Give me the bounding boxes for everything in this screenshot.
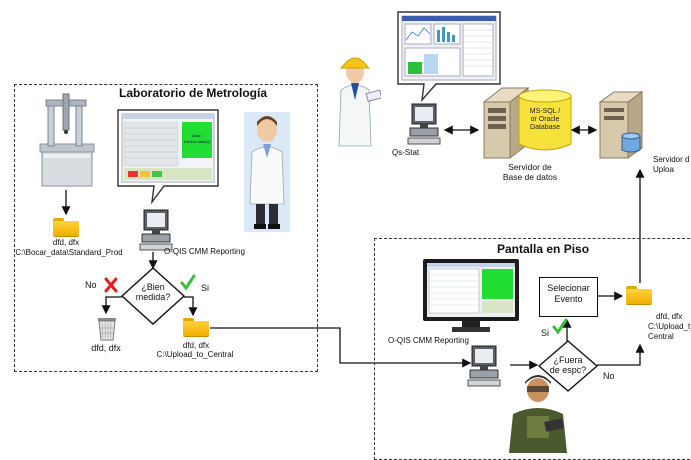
cmm-path-label: C:\Bocar_data\Standard_Prod xyxy=(15,248,123,257)
arrow-decision-no xyxy=(101,296,122,315)
lab-reporting-label: O-QIS CMM Reporting xyxy=(164,247,245,256)
computer-icon xyxy=(407,103,441,145)
reject-files-label: dfd, dfx xyxy=(91,343,121,353)
monitor-icon xyxy=(423,259,519,332)
upload-server-label: Servidor d Uploa xyxy=(653,155,690,174)
engineer-icon xyxy=(338,57,381,147)
lab-section xyxy=(14,84,318,372)
lab-decision-diamond xyxy=(121,267,185,325)
arrow-decision-no-floor xyxy=(597,343,645,366)
floor-decision-diamond xyxy=(538,340,598,392)
check-icon xyxy=(552,318,568,334)
floor-yes-label: Si xyxy=(541,328,550,338)
check-icon xyxy=(180,274,196,290)
svg-text:Da'dos dato(s): Da'dos dato(s) xyxy=(184,139,211,144)
qsstat-screen xyxy=(397,11,501,102)
qsstat-label: Qs-Stat xyxy=(392,148,420,157)
lab-yes-label: Si xyxy=(201,283,210,293)
person-icon xyxy=(244,112,290,232)
folder-icon xyxy=(183,318,209,336)
lab-title: Laboratorio de Metrología xyxy=(119,86,268,100)
worker-icon xyxy=(509,375,567,453)
select-event-box: Selecionar Evento xyxy=(539,277,598,317)
floor-no-label: No xyxy=(603,371,615,381)
upload-files-label: dfd, dfx xyxy=(182,341,210,350)
upload-path-label: C:\Upload_to_Central xyxy=(156,350,234,359)
computer-icon xyxy=(139,209,173,251)
floor-files-label: dfd, dfx xyxy=(656,312,683,321)
svg-text:Dato /: Dato / xyxy=(192,133,204,138)
arrow-upload-to-floor xyxy=(210,327,472,368)
folder-icon xyxy=(53,218,79,236)
floor-reporting-label: O-QIS CMM Reporting xyxy=(388,336,469,345)
db-server-label: Servidor de Base de datos xyxy=(502,162,558,182)
server-icon xyxy=(598,91,644,159)
db-label: MS-SQL / or Oracle Database xyxy=(529,108,561,131)
computer-icon xyxy=(467,345,501,387)
cmm-files-label: dfd, dfx xyxy=(52,238,80,247)
database-icon xyxy=(518,89,572,151)
lab-report-screen: Dato / Da'dos dato(s) xyxy=(117,109,219,205)
floor-path-label: C:\Upload_t Central xyxy=(648,322,691,341)
lab-decision-label: ¿Bien medida? xyxy=(135,282,171,302)
lab-no-label: No xyxy=(85,280,97,290)
arrow-decision-si xyxy=(183,296,198,317)
folder-icon xyxy=(626,286,652,304)
floor-title: Pantalla en Piso xyxy=(497,242,590,256)
trash-icon xyxy=(98,318,116,341)
floor-decision-label: ¿Fuera de espc? xyxy=(549,355,587,375)
x-icon xyxy=(104,277,118,293)
cmm-machine-icon xyxy=(39,93,95,187)
